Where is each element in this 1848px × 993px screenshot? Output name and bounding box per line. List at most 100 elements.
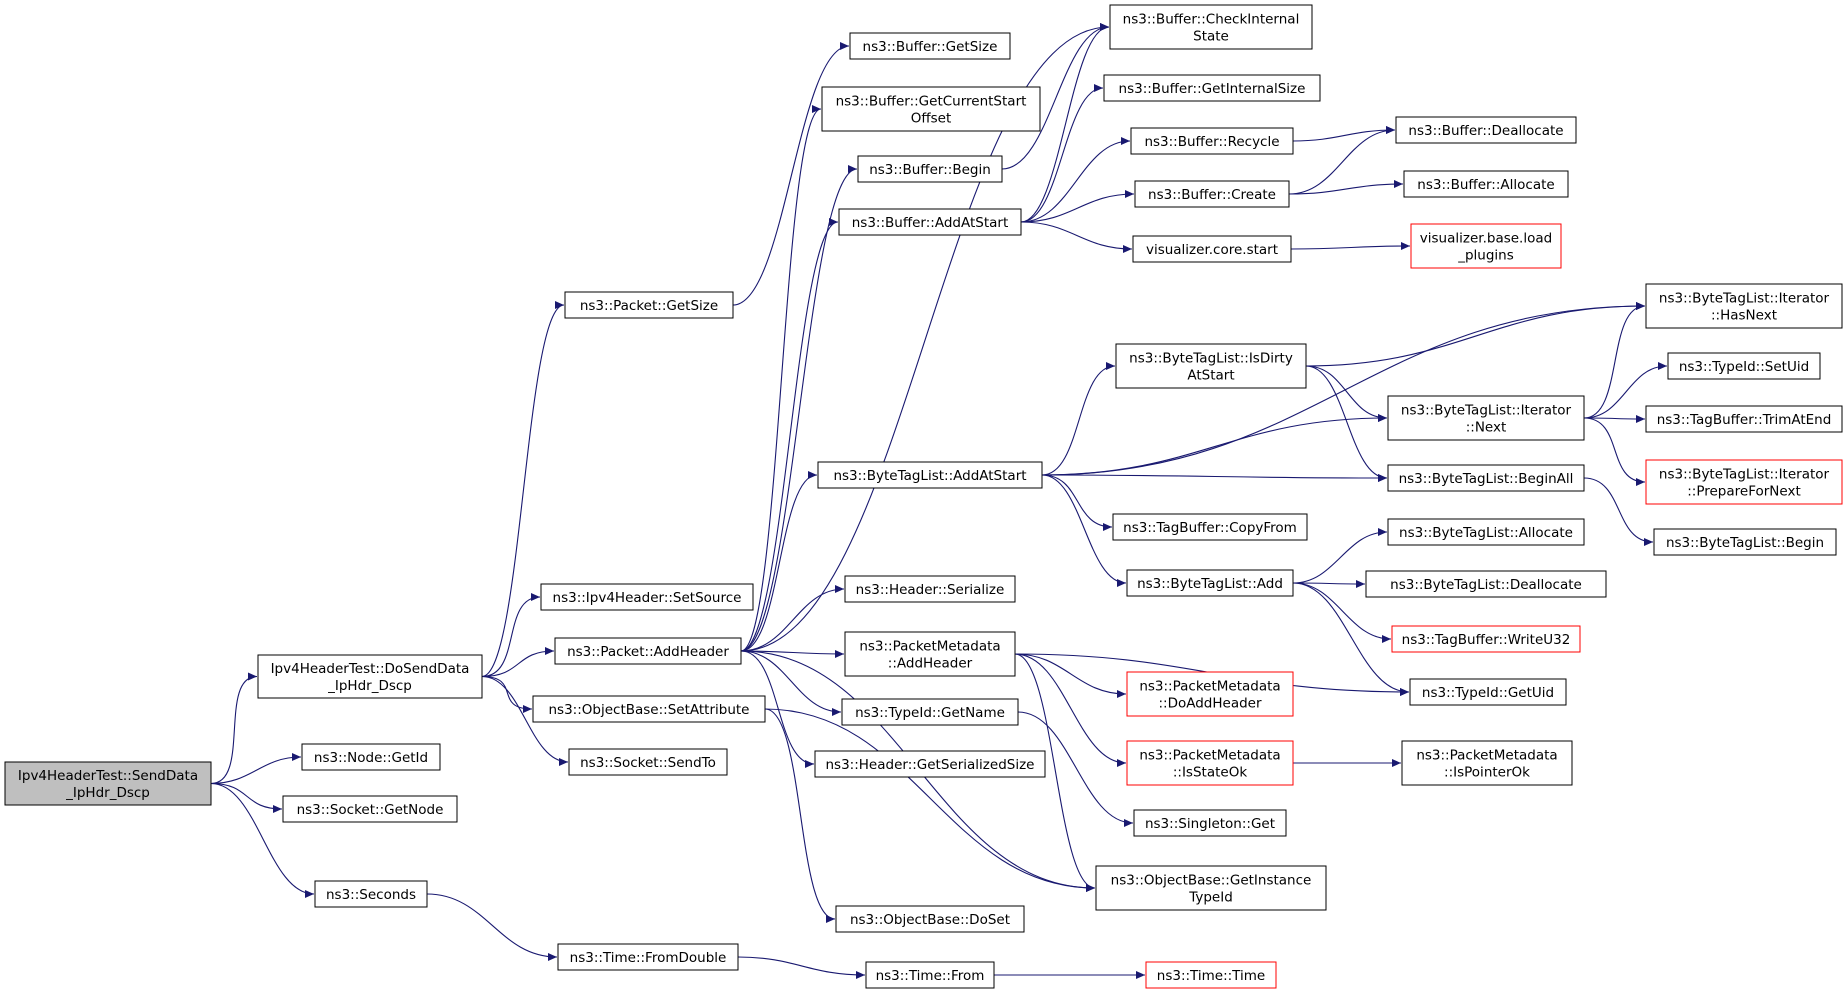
edge-bufBegin-to-bufCheckInternal — [1001, 23, 1110, 170]
node-btlAdd[interactable]: ns3::ByteTagList::Add — [1126, 569, 1294, 597]
node-layer: Ipv4HeaderTest::SendData_IpHdr_Dscp Ipv4H… — [4, 4, 1843, 989]
node-bufAllocate[interactable]: ns3::Buffer::Allocate — [1403, 170, 1569, 198]
edge-packetAddHeader-to-headerGetSerSize — [740, 650, 815, 768]
node-packetGetSize[interactable]: ns3::Packet::GetSize — [564, 291, 734, 319]
node-label: ns3::ByteTagList::Allocate — [1399, 525, 1573, 541]
node-typeGetName[interactable]: ns3::TypeId::GetName — [841, 698, 1019, 726]
edge-bufRecycle-to-bufDeallocate — [1292, 126, 1396, 142]
node-bufGetSize[interactable]: ns3::Buffer::GetSize — [849, 32, 1011, 60]
node-pmIsPointerOk[interactable]: ns3::PacketMetadata::IsPointerOk — [1401, 740, 1573, 786]
node-box — [865, 961, 995, 989]
node-btlBeginAll[interactable]: ns3::ByteTagList::BeginAll — [1387, 464, 1585, 492]
node-label: ::IsStateOk — [1173, 765, 1247, 781]
node-box — [1126, 740, 1294, 786]
node-socketSendTo[interactable]: ns3::Socket::SendTo — [568, 748, 728, 776]
node-objDoSet[interactable]: ns3::ObjectBase::DoSet — [835, 905, 1025, 933]
node-btlBegin[interactable]: ns3::ByteTagList::Begin — [1653, 528, 1837, 556]
node-bufBegin[interactable]: ns3::Buffer::Begin — [857, 155, 1003, 183]
node-label: ::HasNext — [1711, 308, 1777, 324]
node-label: ns3::ByteTagList::Add — [1137, 576, 1283, 592]
node-btlAllocate[interactable]: ns3::ByteTagList::Allocate — [1387, 518, 1585, 546]
node-box — [838, 208, 1022, 236]
node-pmDoAddHeader[interactable]: ns3::PacketMetadata::DoAddHeader — [1126, 671, 1294, 717]
node-label: ns3::Buffer::GetInternalSize — [1119, 81, 1306, 97]
node-tbWriteU32[interactable]: ns3::TagBuffer::WriteU32 — [1391, 625, 1581, 653]
node-bufRecycle[interactable]: ns3::Buffer::Recycle — [1130, 127, 1294, 155]
node-btlIterNext[interactable]: ns3::ByteTagList::Iterator::Next — [1387, 395, 1585, 441]
node-box — [1134, 180, 1290, 208]
node-box — [857, 155, 1003, 183]
node-typeGetUid[interactable]: ns3::TypeId::GetUid — [1409, 678, 1567, 706]
node-box — [1126, 569, 1294, 597]
node-label: ::PrepareForNext — [1687, 484, 1801, 500]
node-pmIsStateOk[interactable]: ns3::PacketMetadata::IsStateOk — [1126, 740, 1294, 786]
node-tbTrimAtEnd[interactable]: ns3::TagBuffer::TrimAtEnd — [1645, 405, 1843, 433]
node-box — [1401, 740, 1573, 786]
node-box — [844, 575, 1016, 603]
node-label: ns3::Buffer::Begin — [869, 162, 991, 178]
node-box — [314, 880, 428, 908]
node-box — [568, 748, 728, 776]
node-btlIterPrepare[interactable]: ns3::ByteTagList::Iterator::PrepareForNe… — [1645, 459, 1843, 505]
node-bufAddAtStart[interactable]: ns3::Buffer::AddAtStart — [838, 208, 1022, 236]
node-label: ns3::ObjectBase::SetAttribute — [549, 702, 750, 718]
node-label: ns3::TypeId::GetName — [855, 705, 1005, 721]
node-socketGetNode[interactable]: ns3::Socket::GetNode — [282, 795, 458, 823]
node-label: ns3::Buffer::Create — [1148, 187, 1276, 203]
edge-btlBeginAll-to-btlBegin — [1583, 477, 1654, 546]
node-box — [1115, 343, 1307, 389]
node-packetAddHeader[interactable]: ns3::Packet::AddHeader — [554, 637, 742, 665]
node-bufGetInternalSize[interactable]: ns3::Buffer::GetInternalSize — [1103, 74, 1321, 102]
node-typeSetUid[interactable]: ns3::TypeId::SetUid — [1667, 352, 1821, 380]
edge-btlIsDirty-to-btlIterHasNext — [1305, 302, 1646, 367]
node-pmAddHeader[interactable]: ns3::PacketMetadata::AddHeader — [844, 631, 1016, 677]
node-label: ns3::TypeId::GetUid — [1422, 685, 1554, 701]
node-label: ns3::Seconds — [326, 887, 416, 903]
node-label: ns3::Time::FromDouble — [570, 950, 727, 966]
node-label: _IpHdr_Dscp — [65, 785, 150, 801]
node-objSetAttr[interactable]: ns3::ObjectBase::SetAttribute — [532, 695, 766, 723]
node-label: ns3::Header::Serialize — [856, 582, 1005, 598]
node-singletonGet[interactable]: ns3::Singleton::Get — [1133, 809, 1287, 837]
node-label: AtStart — [1187, 368, 1234, 384]
node-box — [557, 943, 739, 971]
node-box — [1667, 352, 1821, 380]
node-bufCreate[interactable]: ns3::Buffer::Create — [1134, 180, 1290, 208]
edge-root-to-seconds — [210, 782, 315, 898]
node-timeFrom[interactable]: ns3::Time::From — [865, 961, 995, 989]
edge-seconds-to-timeFromDouble — [426, 893, 558, 961]
node-label: ns3::TagBuffer::CopyFrom — [1123, 520, 1297, 536]
node-label: ns3::Packet::GetSize — [580, 298, 718, 314]
node-btlIterHasNext[interactable]: ns3::ByteTagList::Iterator::HasNext — [1645, 283, 1843, 329]
edge-packetAddHeader-to-btlAddAtStart — [740, 471, 818, 652]
edge-pmAddHeader-to-pmDoAddHeader — [1014, 653, 1127, 698]
node-ipv4SetSource[interactable]: ns3::Ipv4Header::SetSource — [540, 583, 754, 611]
node-label: visualizer.core.start — [1146, 242, 1278, 258]
node-vizCoreStart[interactable]: visualizer.core.start — [1132, 235, 1292, 263]
node-label: ns3::PacketMetadata — [1139, 748, 1280, 764]
node-timeFromDouble[interactable]: ns3::Time::FromDouble — [557, 943, 739, 971]
node-label: ::IsPointerOk — [1444, 765, 1530, 781]
node-btlAddAtStart[interactable]: ns3::ByteTagList::AddAtStart — [817, 461, 1043, 489]
edge-btlIterNext-to-btlIterHasNext — [1583, 302, 1646, 419]
node-seconds[interactable]: ns3::Seconds — [314, 880, 428, 908]
node-headerSerialize[interactable]: ns3::Header::Serialize — [844, 575, 1016, 603]
node-box — [1133, 809, 1287, 837]
node-nodeGetId[interactable]: ns3::Node::GetId — [301, 743, 441, 771]
node-vizLoadPlugins[interactable]: visualizer.base.load_plugins — [1410, 223, 1562, 269]
node-timeTime[interactable]: ns3::Time::Time — [1145, 961, 1277, 989]
node-label: _IpHdr_Dscp — [327, 678, 412, 694]
node-label: ns3::ByteTagList::Iterator — [1659, 467, 1830, 483]
node-btlDeallocate[interactable]: ns3::ByteTagList::Deallocate — [1365, 570, 1607, 598]
node-headerGetSerSize[interactable]: ns3::Header::GetSerializedSize — [814, 750, 1046, 778]
node-box — [1145, 961, 1277, 989]
node-tbCopyFrom[interactable]: ns3::TagBuffer::CopyFrom — [1112, 513, 1308, 541]
node-label: ns3::Buffer::GetCurrentStart — [836, 94, 1027, 110]
node-doSend[interactable]: Ipv4HeaderTest::DoSendData_IpHdr_Dscp — [257, 654, 483, 699]
node-bufDeallocate[interactable]: ns3::Buffer::Deallocate — [1395, 116, 1577, 144]
node-root[interactable]: Ipv4HeaderTest::SendData_IpHdr_Dscp — [4, 761, 212, 806]
